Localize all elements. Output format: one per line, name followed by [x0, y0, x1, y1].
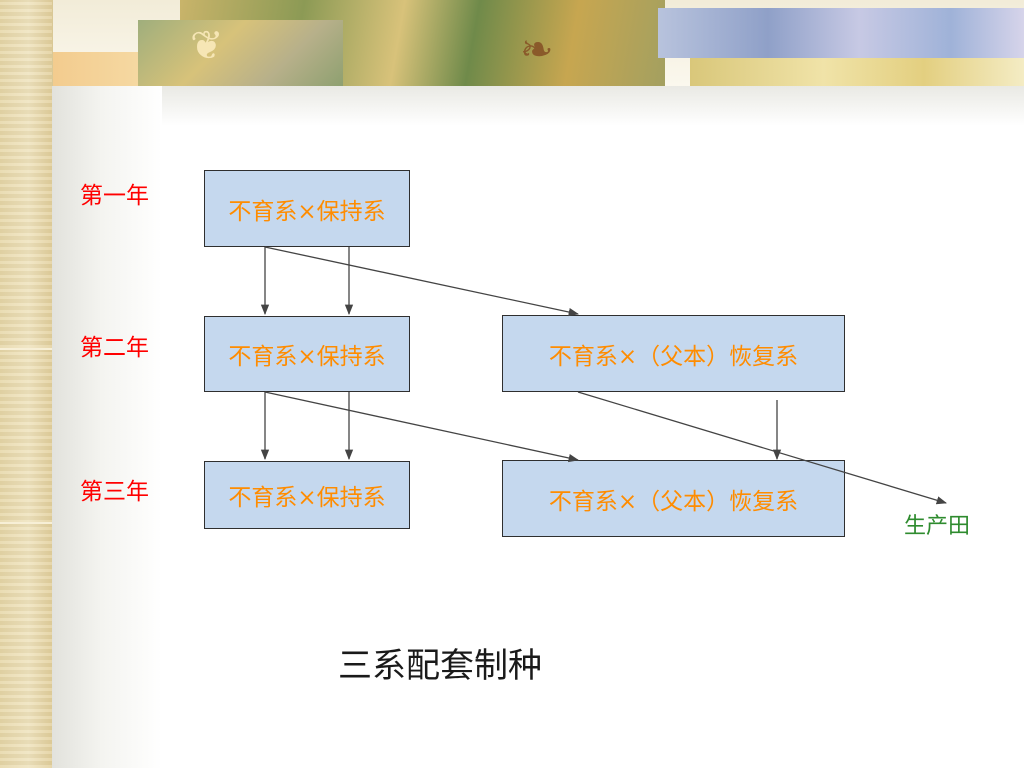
year2-maintainer-box: 不育系×保持系 — [204, 316, 410, 392]
arrow-y2-to-y3-restorer — [264, 391, 580, 463]
banner-leaves-image — [138, 20, 343, 86]
banner-shadow — [52, 86, 1024, 126]
year3-restorer-box: 不育系×（父本）恢复系 — [502, 460, 845, 537]
year3-maintainer-box: 不育系×保持系 — [204, 461, 410, 529]
leaf-icon: ❧ — [520, 27, 554, 73]
leaf-icon: ❦ — [190, 23, 224, 69]
banner-sky-image — [658, 8, 1024, 58]
left-strip-seam — [0, 522, 52, 524]
year-label-1: 第一年 — [80, 183, 149, 209]
left-strip-seam — [0, 348, 52, 350]
year2-restorer-box: 不育系×（父本）恢复系 — [502, 315, 845, 392]
year-label-2: 第二年 — [80, 335, 149, 361]
year-label-3: 第三年 — [80, 479, 149, 505]
production-field-label: 生产田 — [904, 514, 971, 539]
arrow-y1-to-y2-restorer — [264, 246, 580, 317]
left-shadow — [52, 86, 162, 768]
arrow-to-production-field — [577, 391, 947, 505]
diagram-title: 三系配套制种 — [338, 646, 542, 686]
year1-maintainer-box: 不育系×保持系 — [204, 170, 410, 247]
banner-grain-image — [690, 58, 1024, 86]
